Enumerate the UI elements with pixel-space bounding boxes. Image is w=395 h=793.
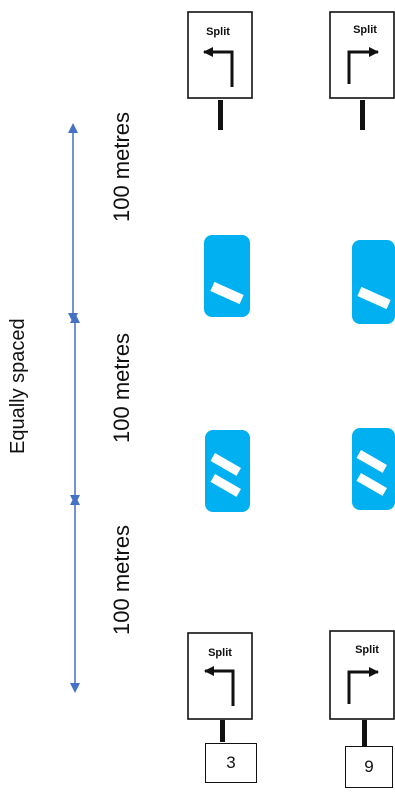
blue-marker-right-one-stripe: [352, 240, 395, 324]
split-sign-bottom-right-text: Split: [355, 644, 379, 656]
split-sign-top-right: Split: [329, 11, 395, 130]
split-sign-top-left: Split: [187, 11, 253, 130]
split-sign-bottom-left: Split: [187, 632, 253, 742]
split-sign-bottom-right: Split: [329, 630, 395, 748]
left-turn-arrow-icon: [204, 666, 235, 706]
post-number-3: 3: [205, 743, 257, 783]
split-sign-top-left-text: Split: [206, 26, 230, 38]
post-number-9: 9: [345, 746, 393, 788]
split-sign-top-right-text: Split: [353, 24, 377, 36]
blue-marker-left-one-stripe: [204, 235, 250, 317]
left-turn-arrow-icon: [203, 47, 234, 87]
right-turn-arrow-icon: [347, 47, 379, 84]
blue-marker-left-two-stripes: [205, 430, 250, 512]
blue-marker-right-two-stripes: [352, 428, 395, 510]
split-sign-bottom-left-text: Split: [208, 647, 232, 659]
right-turn-arrow-icon: [347, 667, 379, 704]
